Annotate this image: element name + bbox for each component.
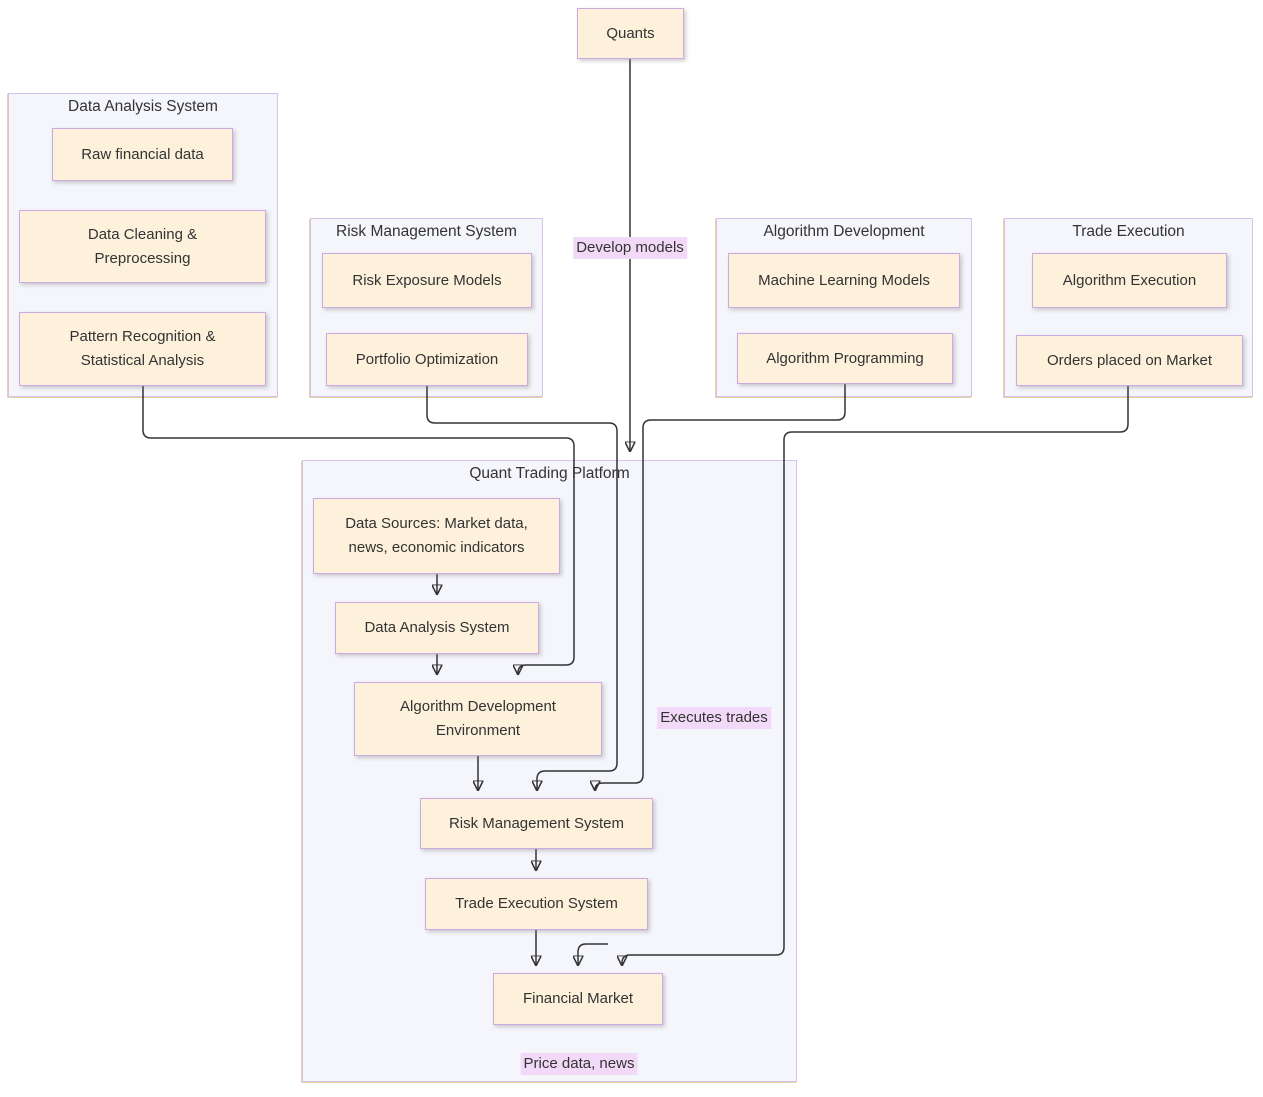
node-quants: Quants [577, 8, 684, 59]
node-label: Data Sources: Market data, news, economi… [345, 515, 528, 556]
node-label: Financial Market [522, 990, 634, 1007]
node-label: Algorithm Execution [1062, 271, 1197, 289]
node-orders-placed-on-market: Orders placed on Market [1016, 335, 1243, 386]
edge-label-executes-trades: Executes trades [657, 707, 771, 729]
node-pattern-recognition-statistical-analysis: Pattern Recognition & Statistical Analys… [19, 312, 266, 386]
edge-portfolioopt-to-rms [426, 386, 618, 790]
node-algorithm-development-environment: Algorithm Development Environment [354, 682, 602, 756]
node-label: Pattern Recognition & Statistical Analys… [69, 328, 216, 369]
node-portfolio-optimization: Portfolio Optimization [326, 333, 528, 386]
node-label: Risk Management System [448, 814, 625, 832]
node-trade-execution-system: Trade Execution System [425, 878, 648, 930]
node-label: Risk Exposure Models [352, 271, 502, 289]
node-machine-learning-models: Machine Learning Models [728, 253, 960, 308]
node-data-sources: Data Sources: Market data, news, economi… [313, 498, 560, 574]
node-raw-financial-data: Raw financial data [52, 128, 233, 181]
node-label: Quants [606, 24, 655, 42]
node-label: Orders placed on Market [1046, 351, 1213, 369]
cluster-title: Algorithm Development [763, 223, 925, 240]
edge-algoprogramming-to-rms [595, 384, 846, 790]
node-data-analysis-system: Data Analysis System [335, 602, 539, 654]
node-label: Data Cleaning & Preprocessing [87, 225, 198, 267]
node-financial-market: Financial Market [493, 973, 663, 1025]
node-label: Machine Learning Models [758, 271, 930, 289]
node-label: Algorithm Programming [766, 349, 924, 367]
edge-label-develop-models: Develop models [573, 237, 687, 259]
cluster-title: Trade Execution [1072, 223, 1185, 240]
edge-platform-to-fm [578, 943, 608, 965]
edge-label-price-data-news: Price data, news [520, 1053, 638, 1075]
node-risk-management-system: Risk Management System [420, 798, 653, 849]
cluster-title: Quant Trading Platform [469, 465, 630, 482]
node-label: Trade Execution System [455, 895, 618, 912]
node-label: Data Analysis System [364, 619, 510, 636]
node-algorithm-programming: Algorithm Programming [737, 333, 953, 384]
edge-orders-to-fm [622, 386, 1129, 965]
node-algorithm-execution: Algorithm Execution [1032, 253, 1227, 308]
cluster-title: Data Analysis System [68, 98, 218, 115]
node-risk-exposure-models: Risk Exposure Models [322, 253, 532, 308]
node-label: Portfolio Optimization [355, 350, 499, 368]
node-data-cleaning-preprocessing: Data Cleaning & Preprocessing [19, 210, 266, 283]
cluster-title: Risk Management System [336, 223, 517, 240]
node-label: Algorithm Development Environment [400, 698, 556, 739]
node-label: Raw financial data [81, 145, 204, 163]
edge-patternrecognition-to-ade [142, 386, 575, 674]
